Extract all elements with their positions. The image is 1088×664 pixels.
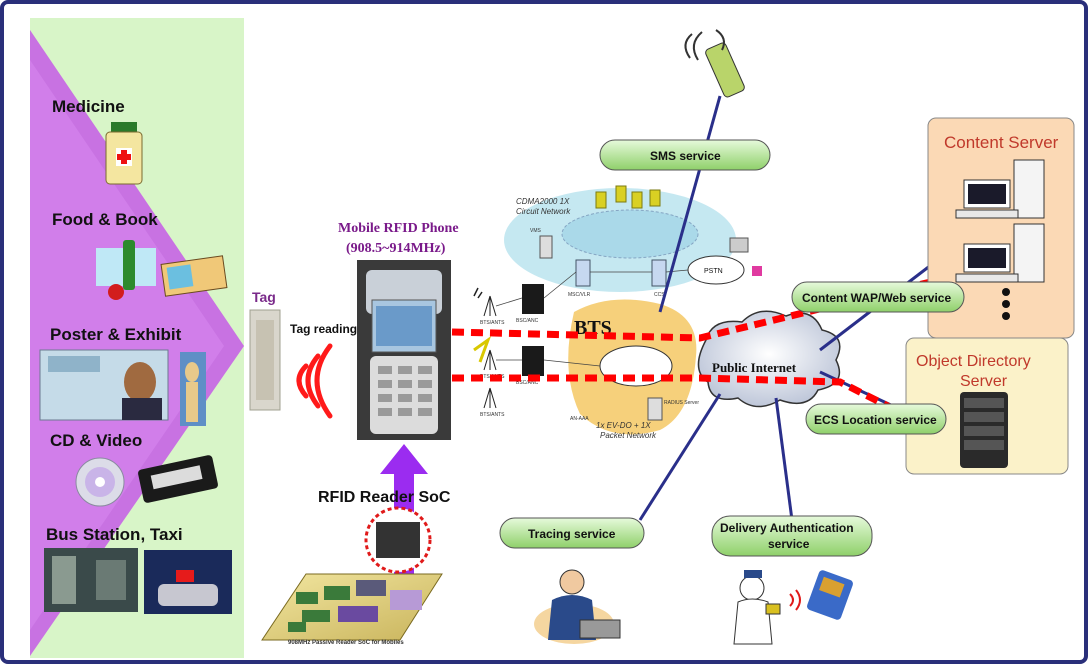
- public-internet-cloud: Public Internet: [697, 310, 841, 408]
- cdma-label-1: CDMA2000 1X: [516, 197, 570, 206]
- cdma-label-2: Circuit Network: [516, 207, 571, 216]
- more-servers-ellipsis: [1002, 288, 1010, 320]
- radius-label: RADIUS Server: [664, 400, 699, 406]
- bts-ants-label-1: BTS/ANTS: [480, 320, 505, 326]
- office-worker-icon: [534, 569, 621, 644]
- food-book-icon: [96, 240, 228, 300]
- tracing-service-pill: Tracing service: [499, 517, 645, 549]
- soc-chip-icon: [376, 522, 420, 558]
- reader-board-caption: 908MHz Passive Reader SoC for Mobiles: [288, 640, 404, 646]
- tag-label: Tag: [252, 289, 276, 305]
- bts-label: BTS: [574, 317, 612, 339]
- category-medicine: Medicine: [52, 97, 125, 116]
- ccs-box: [651, 259, 667, 287]
- msc-label: MSC/VLR: [568, 292, 591, 298]
- tag-reading-label: Tag reading: [290, 322, 357, 336]
- wap-service-label: Content WAP/Web service: [802, 291, 951, 305]
- bts-ants-label-3: BTS/ANTS: [480, 412, 505, 418]
- phone-title: Mobile RFID Phone: [338, 221, 459, 236]
- evdo-label-2: Packet Network: [600, 431, 657, 440]
- sms-service-label: SMS service: [650, 149, 721, 163]
- rfid-tag: Tag: [249, 289, 281, 411]
- pstn-cloud: PSTN: [687, 237, 762, 285]
- bsc-label-1: BSC/ANC: [516, 318, 539, 324]
- tag-reading-waves: [296, 343, 333, 419]
- ecs-service-pill: ECS Location service: [805, 403, 947, 435]
- bsc-label-2: BSC/ANC: [516, 380, 539, 386]
- server-computer-icon: [955, 159, 1045, 219]
- bus-taxi-photos: [44, 548, 232, 614]
- cd-video-icon: [75, 455, 218, 507]
- delivery-service-pill: Delivery Authentication service: [711, 515, 873, 557]
- reader-board-icon: [261, 573, 443, 641]
- delivery-service-label-1: Delivery Authentication: [720, 521, 854, 535]
- object-directory-title-1: Object Directory: [916, 353, 1031, 370]
- medicine-bottle-icon: [105, 122, 143, 185]
- public-internet-label: Public Internet: [712, 360, 797, 375]
- wap-service-pill: Content WAP/Web service: [791, 281, 965, 313]
- ecs-service-label: ECS Location service: [814, 413, 937, 427]
- category-poster: Poster & Exhibit: [50, 325, 182, 344]
- tracing-service-label: Tracing service: [528, 527, 616, 541]
- category-cd-video: CD & Video: [50, 431, 142, 450]
- poster-exhibit-icon: [39, 349, 206, 426]
- sms-service-pill: SMS service: [599, 139, 771, 171]
- phone-frequency: (908.5~914MHz): [346, 241, 446, 256]
- bts-towers: [473, 287, 497, 409]
- an-aaa-label: AN-AAA: [570, 416, 589, 422]
- evdo-label-1: 1x EV-DO + 1X: [596, 421, 651, 430]
- object-directory-box: Object Directory Server: [905, 337, 1069, 475]
- content-server-box: Content Server: [927, 117, 1075, 339]
- category-food-book: Food & Book: [52, 210, 158, 229]
- delivery-person-icon: [733, 570, 853, 645]
- server-computer-icon-2: [955, 223, 1045, 283]
- cdma-circuit-network: CDMA2000 1X Circuit Network VMS: [504, 185, 736, 292]
- content-server-title: Content Server: [944, 133, 1059, 152]
- category-bus-taxi: Bus Station, Taxi: [46, 525, 183, 544]
- rack-server-icon: [960, 392, 1008, 468]
- core-links: [495, 269, 689, 367]
- bsc-box-2: [522, 346, 544, 376]
- object-directory-title-2: Server: [960, 373, 1008, 390]
- ccs-label: CCS: [654, 292, 665, 298]
- reader-soc-label: RFID Reader SoC: [318, 489, 451, 506]
- msc-box: [575, 259, 591, 287]
- domain-panel: Medicine Food & Book Poster & Exhibit: [30, 18, 244, 658]
- bsc-box-1: [522, 284, 544, 314]
- cell-phone-icon: [684, 29, 745, 98]
- vms-label: VMS: [530, 228, 542, 234]
- pstn-label: PSTN: [704, 268, 723, 275]
- mobile-rfid-phone: [357, 260, 451, 440]
- delivery-service-label-2: service: [768, 537, 810, 551]
